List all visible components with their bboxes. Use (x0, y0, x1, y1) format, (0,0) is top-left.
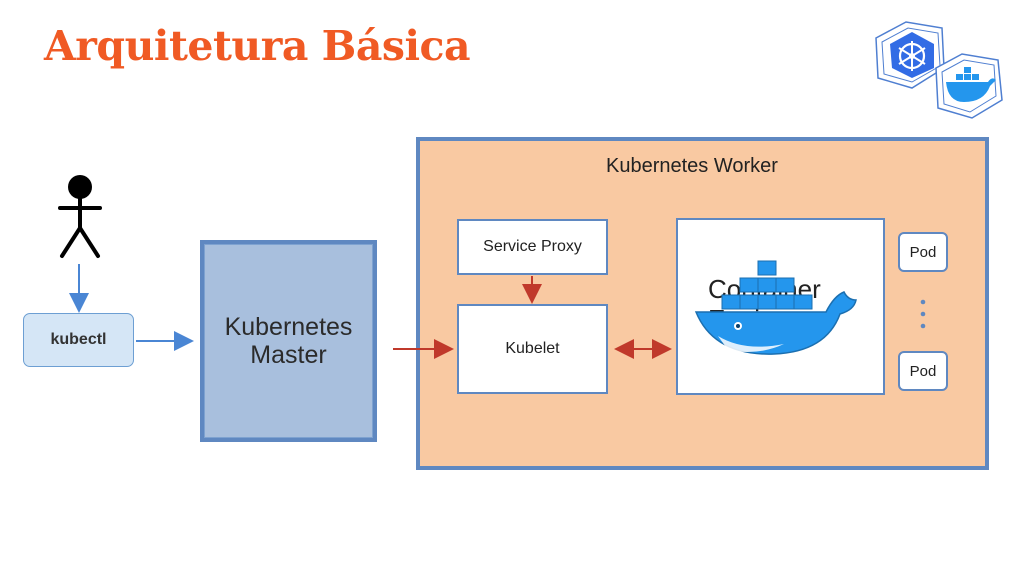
master-label-line1: Kubernetes (224, 313, 353, 341)
worker-title: Kubernetes Worker (606, 155, 778, 177)
kubelet-box: Kubelet (457, 304, 608, 394)
kubernetes-master-box: Kubernetes Master (200, 240, 377, 442)
docker-logo-icon (935, 53, 1003, 119)
pod-box: Pod (898, 232, 948, 272)
docker-whale-icon (694, 260, 857, 355)
slide-title: Arquitetura Básica (44, 22, 471, 70)
user-icon (58, 175, 102, 258)
service-proxy-box: Service Proxy (457, 219, 608, 275)
ellipsis-dots (920, 299, 926, 329)
kubectl-box: kubectl (23, 313, 134, 367)
master-label-line2: Master (250, 341, 327, 369)
pod-box: Pod (898, 351, 948, 391)
logos-group (875, 21, 1003, 119)
kubernetes-logo-icon (875, 21, 945, 89)
